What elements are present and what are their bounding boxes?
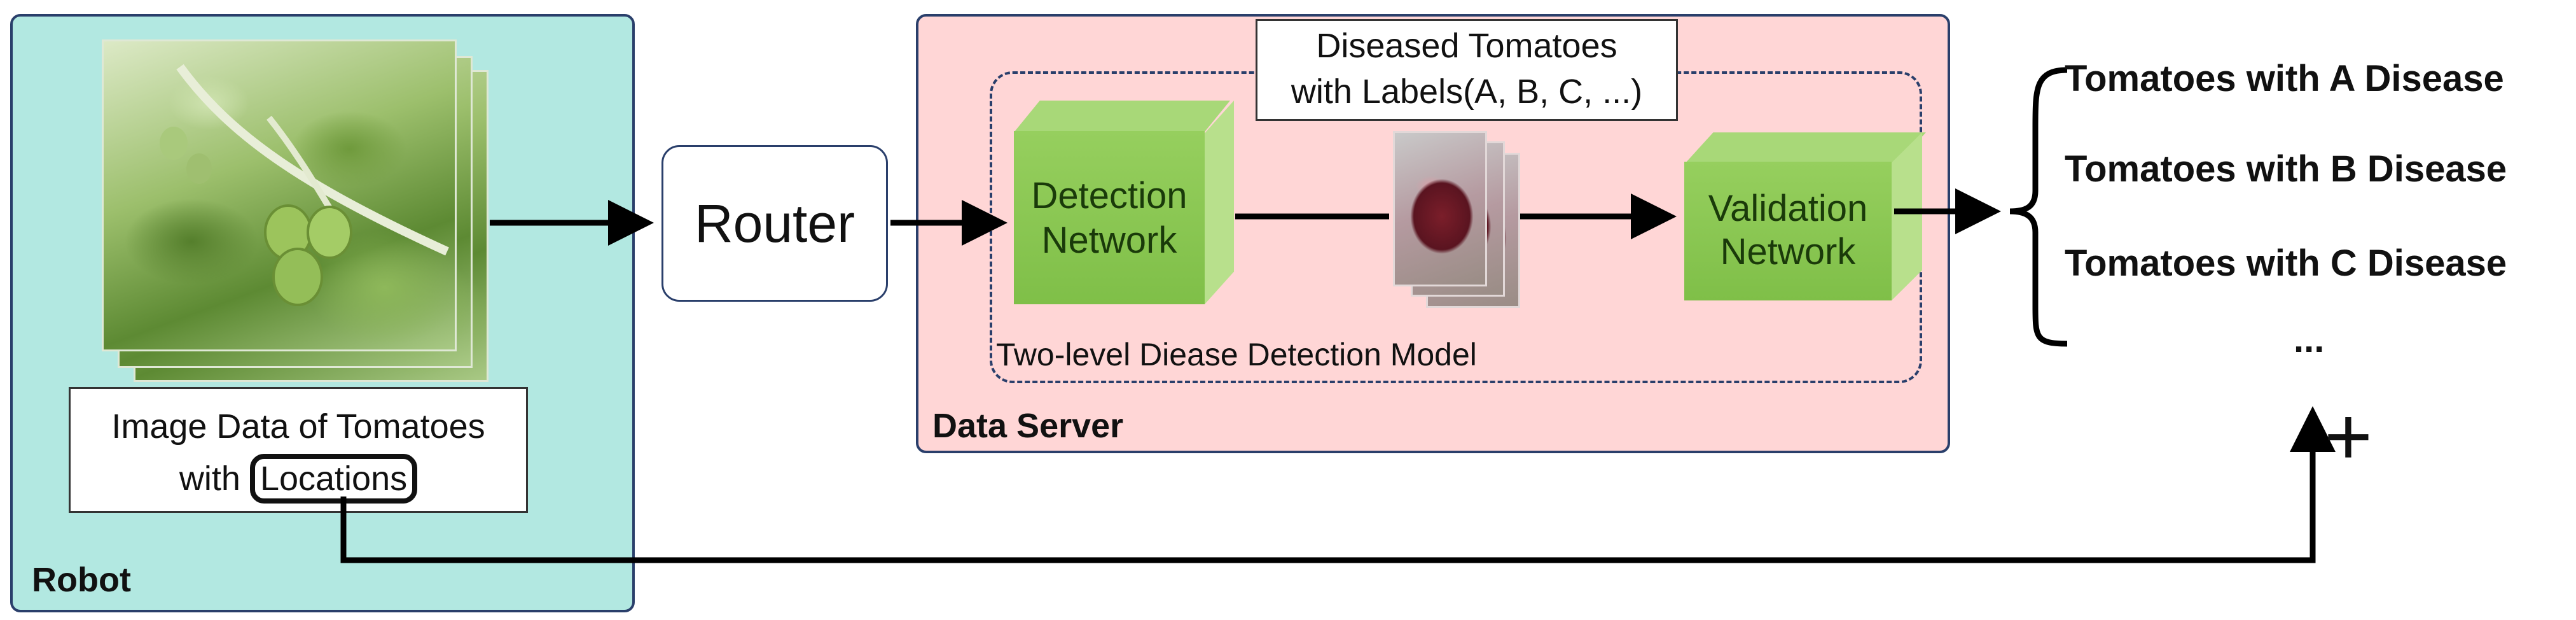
detection-network-cube: Detection Network (1014, 131, 1205, 304)
validation-network-line-1: Validation (1708, 188, 1868, 229)
router-box: Router (661, 145, 888, 302)
output-item-c: Tomatoes with C Disease (2065, 243, 2507, 284)
validation-network-cube-top (1684, 132, 1926, 164)
output-more-ellipsis: ... (2294, 319, 2325, 360)
detection-network-line-1: Detection (1031, 175, 1188, 216)
labels-line-2: with Labels(A, B, C, ...) (1291, 73, 1643, 111)
caption-line-2: with Locations (71, 454, 526, 504)
two-level-model-label: Two-level Diease Detection Model (996, 337, 1477, 372)
labels-line-1: Diseased Tomatoes (1316, 27, 1617, 65)
validation-network-cube: Validation Network (1684, 162, 1892, 300)
output-item-b: Tomatoes with B Disease (2065, 148, 2507, 190)
locations-highlight: Locations (249, 454, 418, 504)
image-data-caption: Image Data of Tomatoes with Locations (69, 387, 528, 513)
diseased-labels-box: Diseased Tomatoes with Labels(A, B, C, .… (1256, 19, 1678, 121)
detection-network-cube-top (1014, 101, 1230, 132)
caption-line-2-prefix: with (179, 460, 250, 498)
curly-brace (2009, 67, 2068, 347)
validation-network-line-2: Network (1720, 231, 1856, 272)
detection-network-cube-side (1205, 101, 1234, 304)
plant-image-front (102, 39, 457, 351)
detection-network-line-2: Network (1041, 220, 1177, 261)
output-item-a: Tomatoes with A Disease (2065, 58, 2504, 99)
diseased-tomato-image-front (1393, 131, 1487, 286)
caption-line-1: Image Data of Tomatoes (111, 407, 485, 446)
data-server-label: Data Server (932, 407, 1124, 445)
plus-icon: + (2324, 390, 2372, 483)
robot-label: Robot (32, 561, 131, 599)
validation-network-cube-side (1892, 132, 1922, 300)
